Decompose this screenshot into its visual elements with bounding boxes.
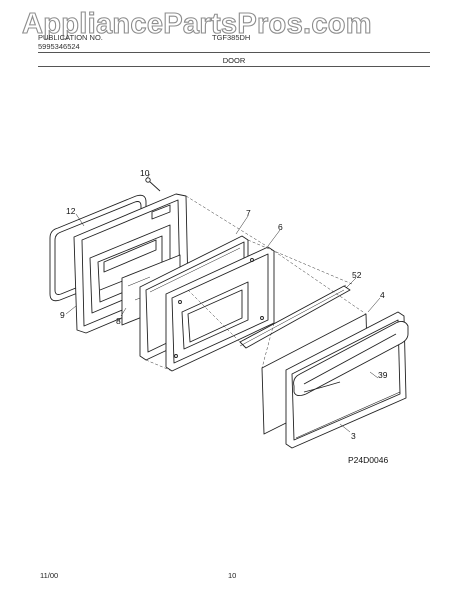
callout-7: 7 [246, 208, 251, 218]
publication-label: PUBLICATION NO. [38, 33, 103, 42]
footer-date: 11/00 [40, 571, 59, 580]
watermark-logo: AppliancePartsPros.com [21, 7, 372, 40]
callout-52: 52 [352, 270, 362, 280]
callout-6: 6 [278, 222, 283, 232]
callout-10: 10 [140, 168, 150, 178]
model-number: TGF385DH [212, 33, 251, 42]
leader-lines [65, 173, 381, 433]
alignment-lines [145, 195, 367, 372]
callout-8: 8 [116, 316, 121, 326]
diagram-code: P24D0046 [348, 455, 389, 465]
handle-trim-part [239, 284, 351, 349]
title-rule [38, 66, 430, 67]
callout-4: 4 [380, 290, 385, 300]
header-rule [38, 52, 430, 53]
callout-39: 39 [378, 370, 388, 380]
callout-12: 12 [66, 206, 76, 216]
section-title: DOOR [222, 56, 246, 65]
callout-3: 3 [351, 431, 356, 441]
screw-part [145, 177, 161, 192]
publication-number: 5995346524 [38, 42, 80, 51]
page-number: 10 [228, 571, 237, 580]
callout-9: 9 [60, 310, 65, 320]
door-handle-part [293, 321, 409, 397]
